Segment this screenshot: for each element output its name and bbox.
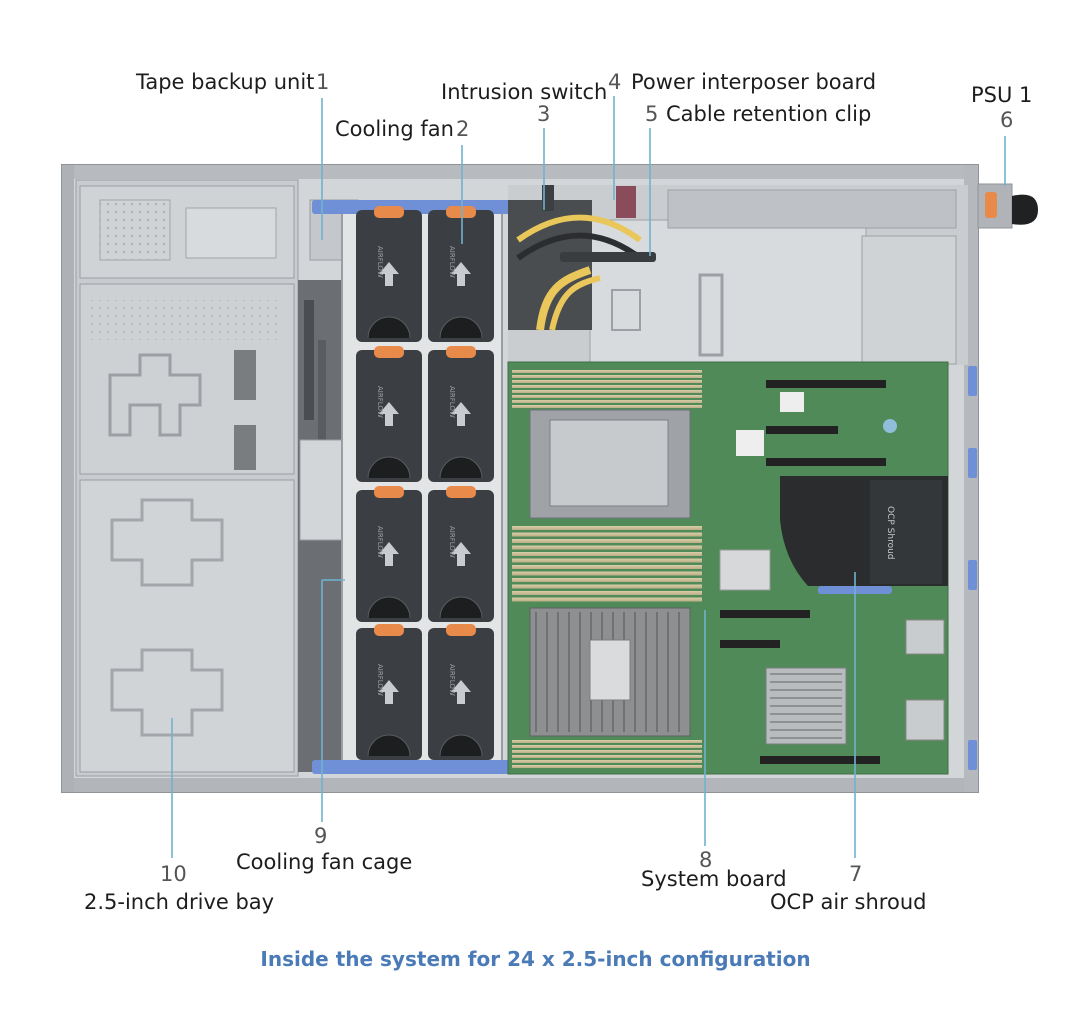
cooling-fan: AIRFLOW [356, 486, 422, 622]
callout-label-6: PSU 1 [971, 83, 1033, 107]
callout-label-3: Intrusion switch [441, 80, 608, 104]
cable-channel [298, 199, 359, 772]
dimm-slot [512, 578, 702, 582]
fan-airflow-text: AIRFLOW [376, 664, 384, 696]
dimm-slot [512, 745, 702, 748]
cooling-fan: AIRFLOW [356, 206, 422, 342]
dimm-slot [512, 370, 702, 373]
cooling-fan: AIRFLOW [356, 346, 422, 482]
callout-number-7: 7 [849, 862, 863, 886]
cooling-fan: AIRFLOW [428, 206, 494, 342]
callout-label-2: Cooling fan [335, 117, 454, 141]
cooling-fan: AIRFLOW [428, 486, 494, 622]
dimm-slot [512, 755, 702, 758]
dimm-slot [512, 740, 702, 743]
callout-label-10: 2.5-inch drive bay [84, 890, 275, 914]
dimm-slot [512, 750, 702, 753]
cooling-fan: AIRFLOW [428, 624, 494, 760]
dimm-slot [512, 526, 702, 530]
figure-caption: Inside the system for 24 x 2.5-inch conf… [260, 947, 811, 971]
callout-number-10: 10 [160, 862, 187, 886]
dimm-slot [512, 400, 702, 403]
ocp-air-shroud: OCP Shroud [780, 476, 948, 594]
power-area [508, 185, 968, 365]
callout-number-5: 5 [645, 102, 659, 126]
callout-label-4: Power interposer board [631, 70, 877, 94]
fan-airflow-text: AIRFLOW [376, 526, 384, 558]
callout-number-4: 4 [608, 70, 622, 94]
shroud-text: OCP Shroud [885, 506, 895, 560]
cooling-fan: AIRFLOW [356, 624, 422, 760]
dimm-slot [512, 385, 702, 388]
dimm-slot [512, 390, 702, 393]
chipset-heatsink-fins [770, 673, 842, 739]
callout-label-9: Cooling fan cage [236, 850, 413, 874]
fan-airflow-text: AIRFLOW [376, 246, 384, 278]
callout-number-6: 6 [1000, 108, 1014, 132]
dimm-slot [512, 760, 702, 763]
dimm-slot [512, 571, 702, 576]
dimm-slot [512, 375, 702, 378]
memory-modules [512, 370, 702, 768]
dimm-slot [512, 565, 702, 569]
callout-number-1: 1 [316, 70, 330, 94]
psu [977, 183, 1038, 229]
callout-number-2: 2 [456, 117, 470, 141]
system-board [507, 361, 949, 775]
callout-number-9: 9 [314, 824, 328, 848]
dimm-slot [512, 591, 702, 595]
dimm-slot [512, 405, 702, 408]
dimm-slot [512, 584, 702, 589]
fan-airflow-text: AIRFLOW [448, 386, 456, 418]
dimm-slot [512, 395, 702, 398]
callout-lines [171, 96, 1006, 858]
callout-number-8: 8 [699, 848, 713, 872]
fan-airflow-text: AIRFLOW [448, 664, 456, 696]
dimm-slot [512, 539, 702, 543]
dimm-slot [512, 765, 702, 768]
callout-label-8: System board [641, 867, 787, 891]
dimm-slot [512, 558, 702, 563]
dimm-slot [512, 545, 702, 550]
callout-label-1: Tape backup unit [136, 70, 315, 94]
fan-airflow-text: AIRFLOW [448, 246, 456, 278]
dimm-slot [512, 380, 702, 383]
cooling-fan-cage: AIRFLOW AIRFLOW AIRFLOW AIRFLOW AIRFLOW AIRFL… [312, 200, 512, 774]
cooling-fan: AIRFLOW [428, 346, 494, 482]
callout-label-7: OCP air shroud [770, 890, 927, 914]
fan-airflow-text: AIRFLOW [448, 526, 456, 558]
cooling-fans: AIRFLOW AIRFLOW AIRFLOW AIRFLOW AIRFLOW AIRFL… [356, 206, 494, 760]
dimm-slot [512, 532, 702, 537]
callout-number-3: 3 [537, 102, 551, 126]
dimm-slot [512, 597, 702, 602]
fan-airflow-text: AIRFLOW [376, 386, 384, 418]
dimm-slot [512, 552, 702, 556]
drive-bay-region [75, 179, 299, 777]
callout-label-5: Cable retention clip [666, 102, 872, 126]
